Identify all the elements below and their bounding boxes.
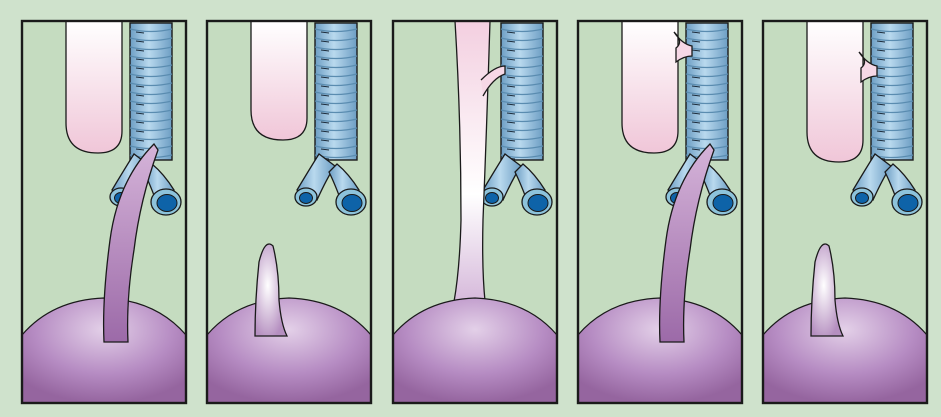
upper-esophageal-pouch <box>807 21 863 162</box>
panel-2 <box>207 21 371 403</box>
panel-3 <box>393 21 557 403</box>
panel-5 <box>763 21 927 403</box>
stomach <box>393 298 557 403</box>
right-bronchus-lumen <box>157 195 177 212</box>
upper-esophageal-pouch <box>66 21 122 153</box>
right-bronchus-lumen <box>898 195 918 212</box>
stomach <box>763 298 927 403</box>
upper-esophageal-pouch <box>251 21 307 140</box>
right-bronchus-lumen <box>528 195 548 212</box>
right-bronchus-lumen <box>713 195 733 212</box>
right-bronchus-lumen <box>342 195 362 212</box>
upper-esophageal-pouch <box>622 21 678 153</box>
left-bronchus-lumen <box>486 193 499 204</box>
left-bronchus-lumen <box>300 193 313 204</box>
panel-4 <box>578 21 742 403</box>
panel-1 <box>22 21 186 403</box>
left-bronchus-lumen <box>856 193 869 204</box>
stomach <box>207 298 371 403</box>
